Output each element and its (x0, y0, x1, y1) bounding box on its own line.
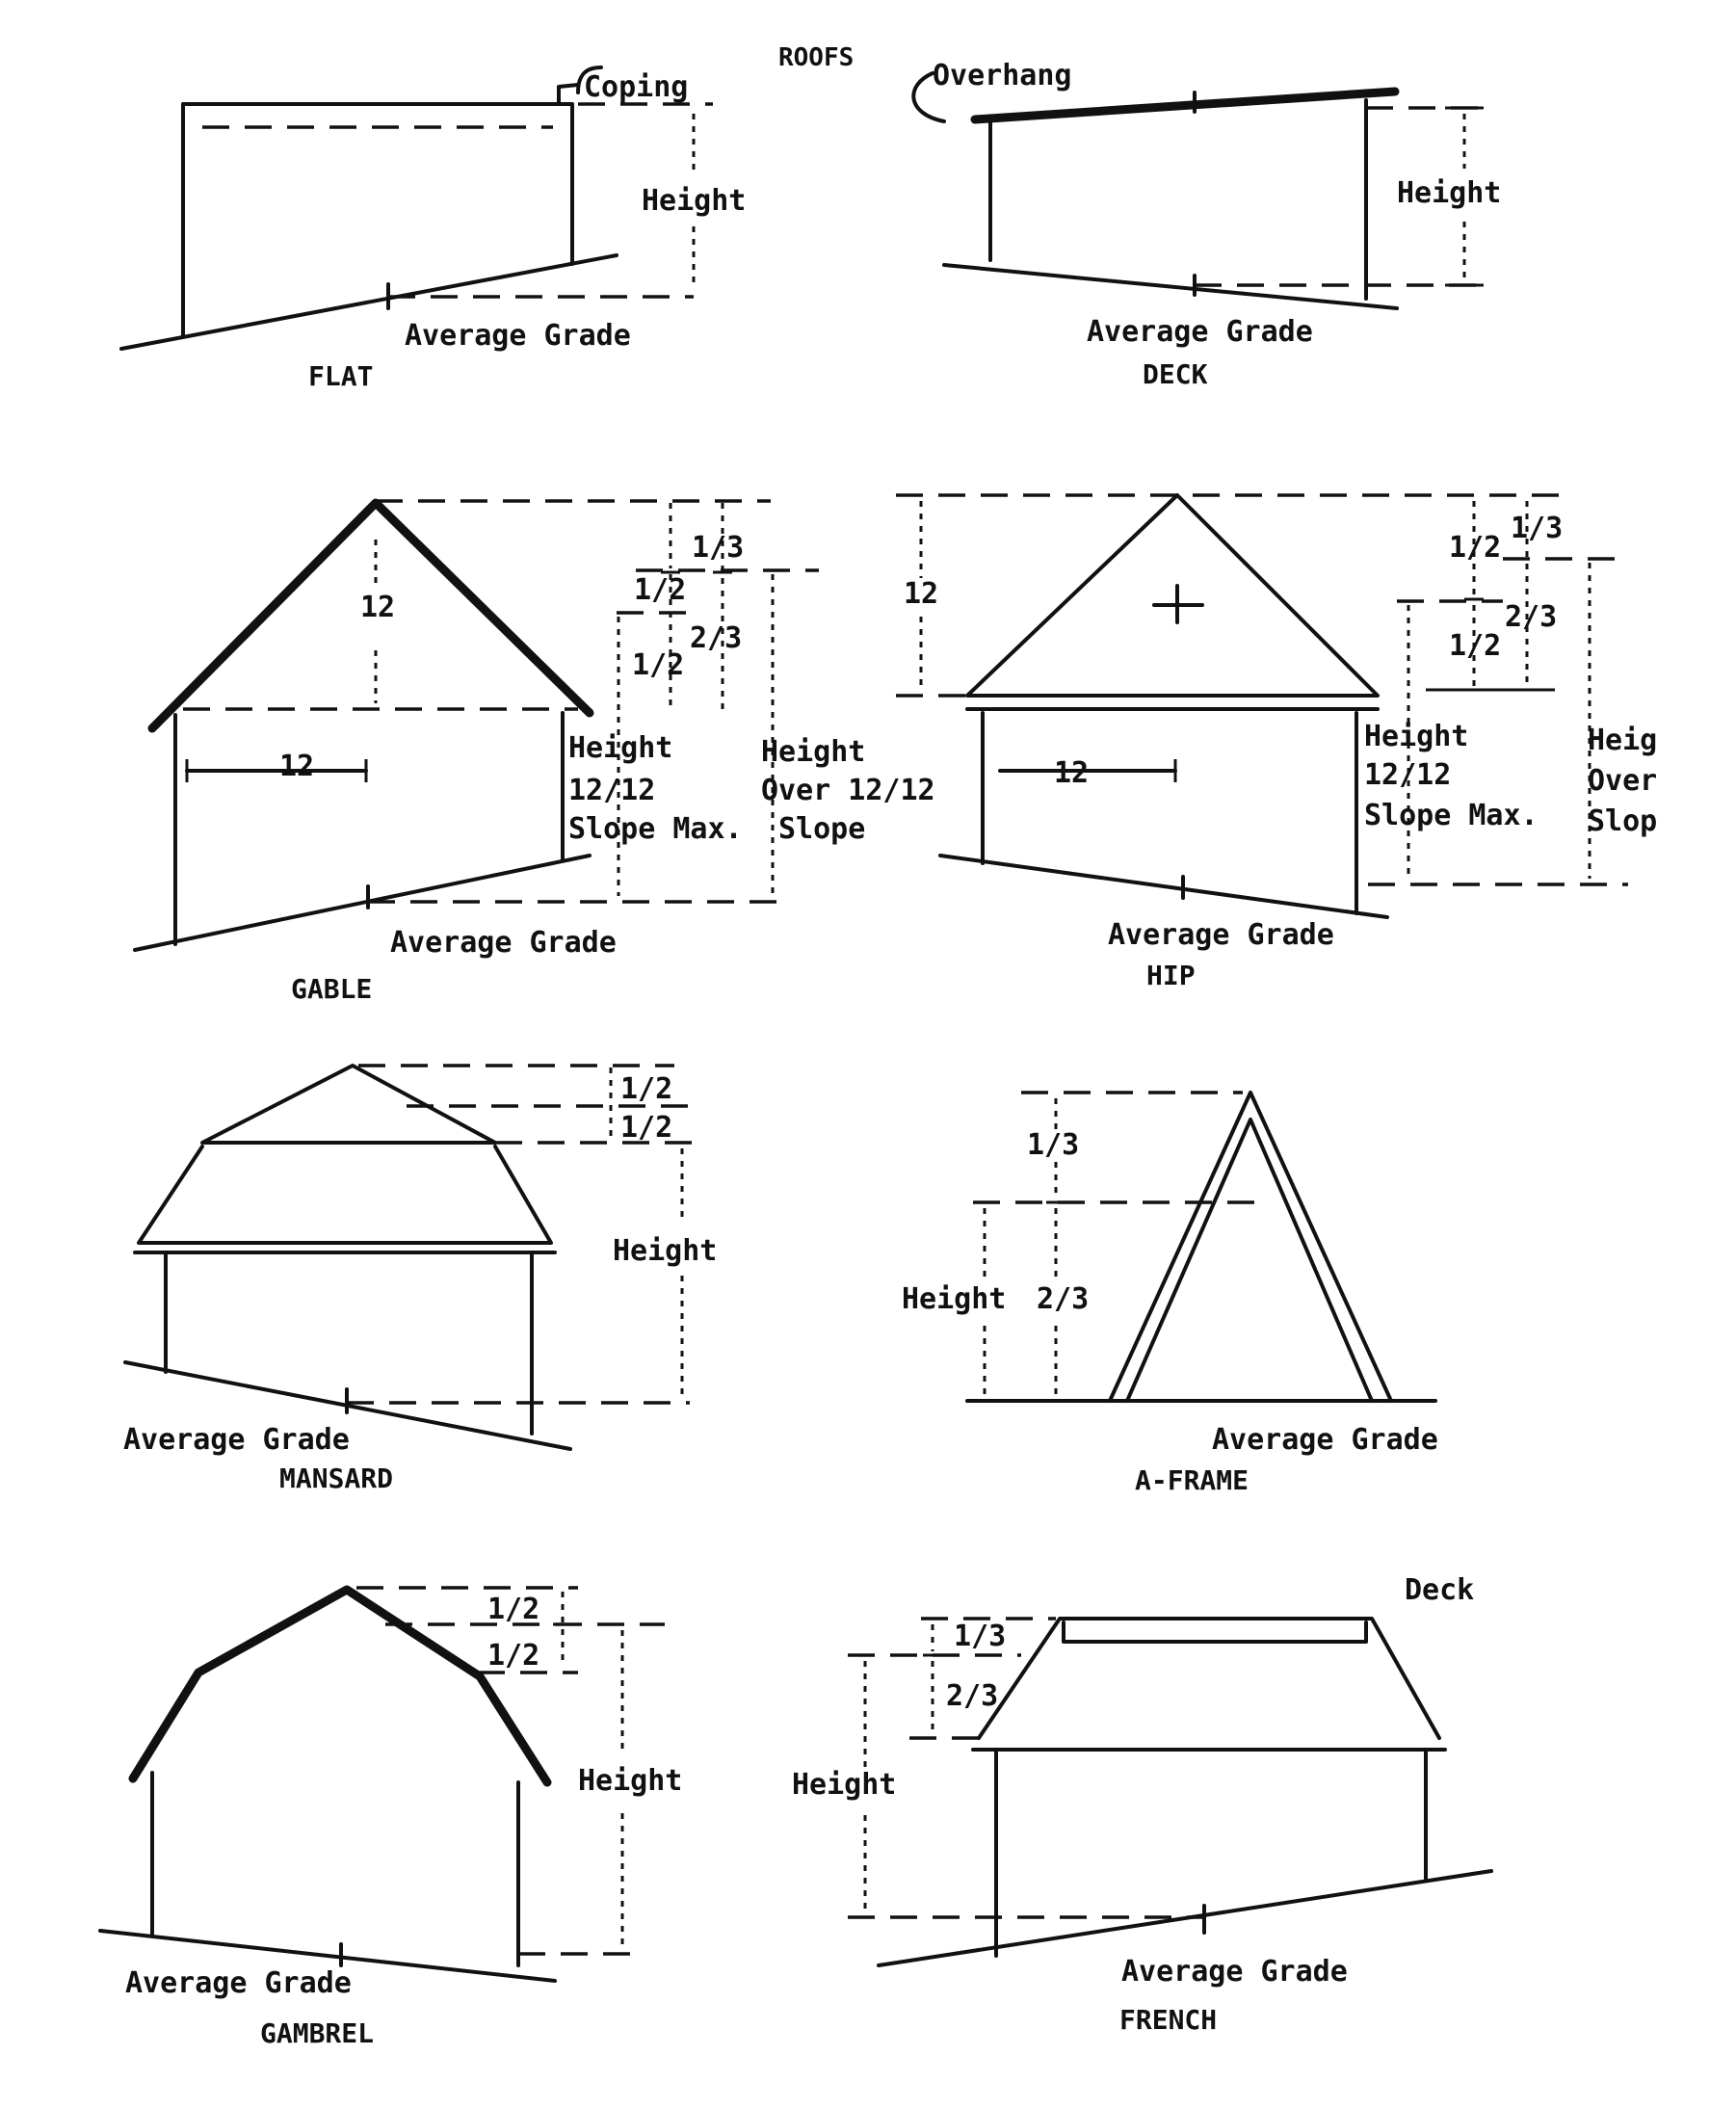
hip-over-label-3: Slop (1588, 804, 1657, 838)
aframe-two-thirds-label: 2/3 (1037, 1282, 1089, 1316)
flat-grade-label: Average Grade (405, 319, 631, 353)
hip-roof-panel: 1/3 1/2 2/3 1/2 12 12 Height 12/12 Slope… (896, 493, 1657, 991)
mansard-half-b-label: 1/2 (620, 1111, 672, 1145)
deck-caption: DECK (1143, 358, 1208, 390)
hip-caption: HIP (1146, 960, 1196, 991)
gable-height-label-1: Height (568, 731, 672, 765)
french-height-label: Height (792, 1768, 896, 1802)
gable-over-label-2: Over 12/12 (761, 774, 935, 807)
deck-overhang-label: Overhang (933, 59, 1072, 92)
aframe-caption: A-FRAME (1135, 1464, 1249, 1496)
gambrel-half-a-label: 1/2 (487, 1593, 539, 1626)
deck-height-label: Height (1397, 176, 1501, 210)
gable-rise-label: 12 (360, 591, 395, 624)
aframe-height-label: Height (902, 1282, 1006, 1316)
hip-rise-label: 12 (904, 577, 938, 611)
hip-two-thirds-label: 2/3 (1505, 600, 1557, 634)
mansard-height-label: Height (613, 1234, 717, 1268)
hip-half-a-label: 1/2 (1449, 531, 1501, 565)
gable-third-label: 1/3 (692, 531, 744, 565)
hip-height-label-1: Height (1364, 720, 1468, 753)
diagram-title: ROOFS (778, 43, 854, 72)
gable-caption: GABLE (291, 973, 372, 1005)
aframe-third-label: 1/3 (1027, 1128, 1079, 1162)
aframe-grade-label: Average Grade (1212, 1423, 1438, 1457)
gable-half-a-label: 1/2 (634, 573, 686, 607)
mansard-roof-panel: 1/2 1/2 Height Average Grade MANSARD (123, 1064, 717, 1494)
french-roof-panel: Deck 1/3 2/3 Height Average Grade FRENCH (792, 1573, 1493, 2036)
flat-coping-label: Coping (584, 70, 688, 104)
mansard-grade-label: Average Grade (123, 1423, 350, 1457)
french-deck-label: Deck (1405, 1573, 1474, 1607)
gable-height-label-3: Slope Max. (568, 812, 743, 846)
french-grade-label: Average Grade (1121, 1955, 1348, 1989)
flat-roof-panel: Coping Height Average Grade FLAT (119, 66, 746, 392)
hip-height-label-3: Slope Max. (1364, 799, 1539, 832)
mansard-half-a-label: 1/2 (620, 1072, 672, 1106)
deck-roof-panel: Overhang Height Average Grade DECK (911, 59, 1501, 390)
french-caption: FRENCH (1119, 2004, 1217, 2036)
gambrel-caption: GAMBREL (260, 2017, 374, 2049)
gable-roof-panel: 1/3 1/2 2/3 1/2 12 12 Height 12/12 Slope… (133, 498, 935, 1005)
hip-over-label-1: Heig (1588, 724, 1657, 757)
aframe-roof-panel: 1/3 Height 2/3 Average Grade A-FRAME (902, 1091, 1438, 1496)
gable-run-label: 12 (279, 750, 314, 783)
flat-height-label: Height (642, 184, 746, 218)
gable-over-label-3: Slope (778, 812, 865, 846)
hip-run-label: 12 (1054, 756, 1089, 790)
gambrel-height-label: Height (578, 1764, 682, 1798)
gable-two-thirds-label: 2/3 (690, 621, 742, 655)
gable-over-label-1: Height (761, 735, 865, 769)
gambrel-roof-panel: 1/2 1/2 Height Average Grade GAMBREL (98, 1585, 682, 2049)
gable-half-b-label: 1/2 (632, 648, 684, 682)
hip-grade-label: Average Grade (1108, 918, 1334, 952)
gable-height-label-2: 12/12 (568, 774, 655, 807)
hip-third-label: 1/3 (1511, 512, 1563, 545)
hip-height-label-2: 12/12 (1364, 758, 1451, 792)
gable-grade-label: Average Grade (390, 926, 617, 960)
gambrel-half-b-label: 1/2 (487, 1639, 539, 1673)
deck-grade-label: Average Grade (1087, 315, 1313, 349)
french-third-label: 1/3 (954, 1620, 1006, 1653)
gambrel-grade-label: Average Grade (125, 1966, 352, 2000)
french-two-thirds-label: 2/3 (946, 1679, 998, 1713)
flat-caption: FLAT (308, 360, 373, 392)
mansard-caption: MANSARD (279, 1462, 393, 1494)
hip-half-b-label: 1/2 (1449, 629, 1501, 663)
hip-over-label-2: Over (1588, 764, 1657, 798)
